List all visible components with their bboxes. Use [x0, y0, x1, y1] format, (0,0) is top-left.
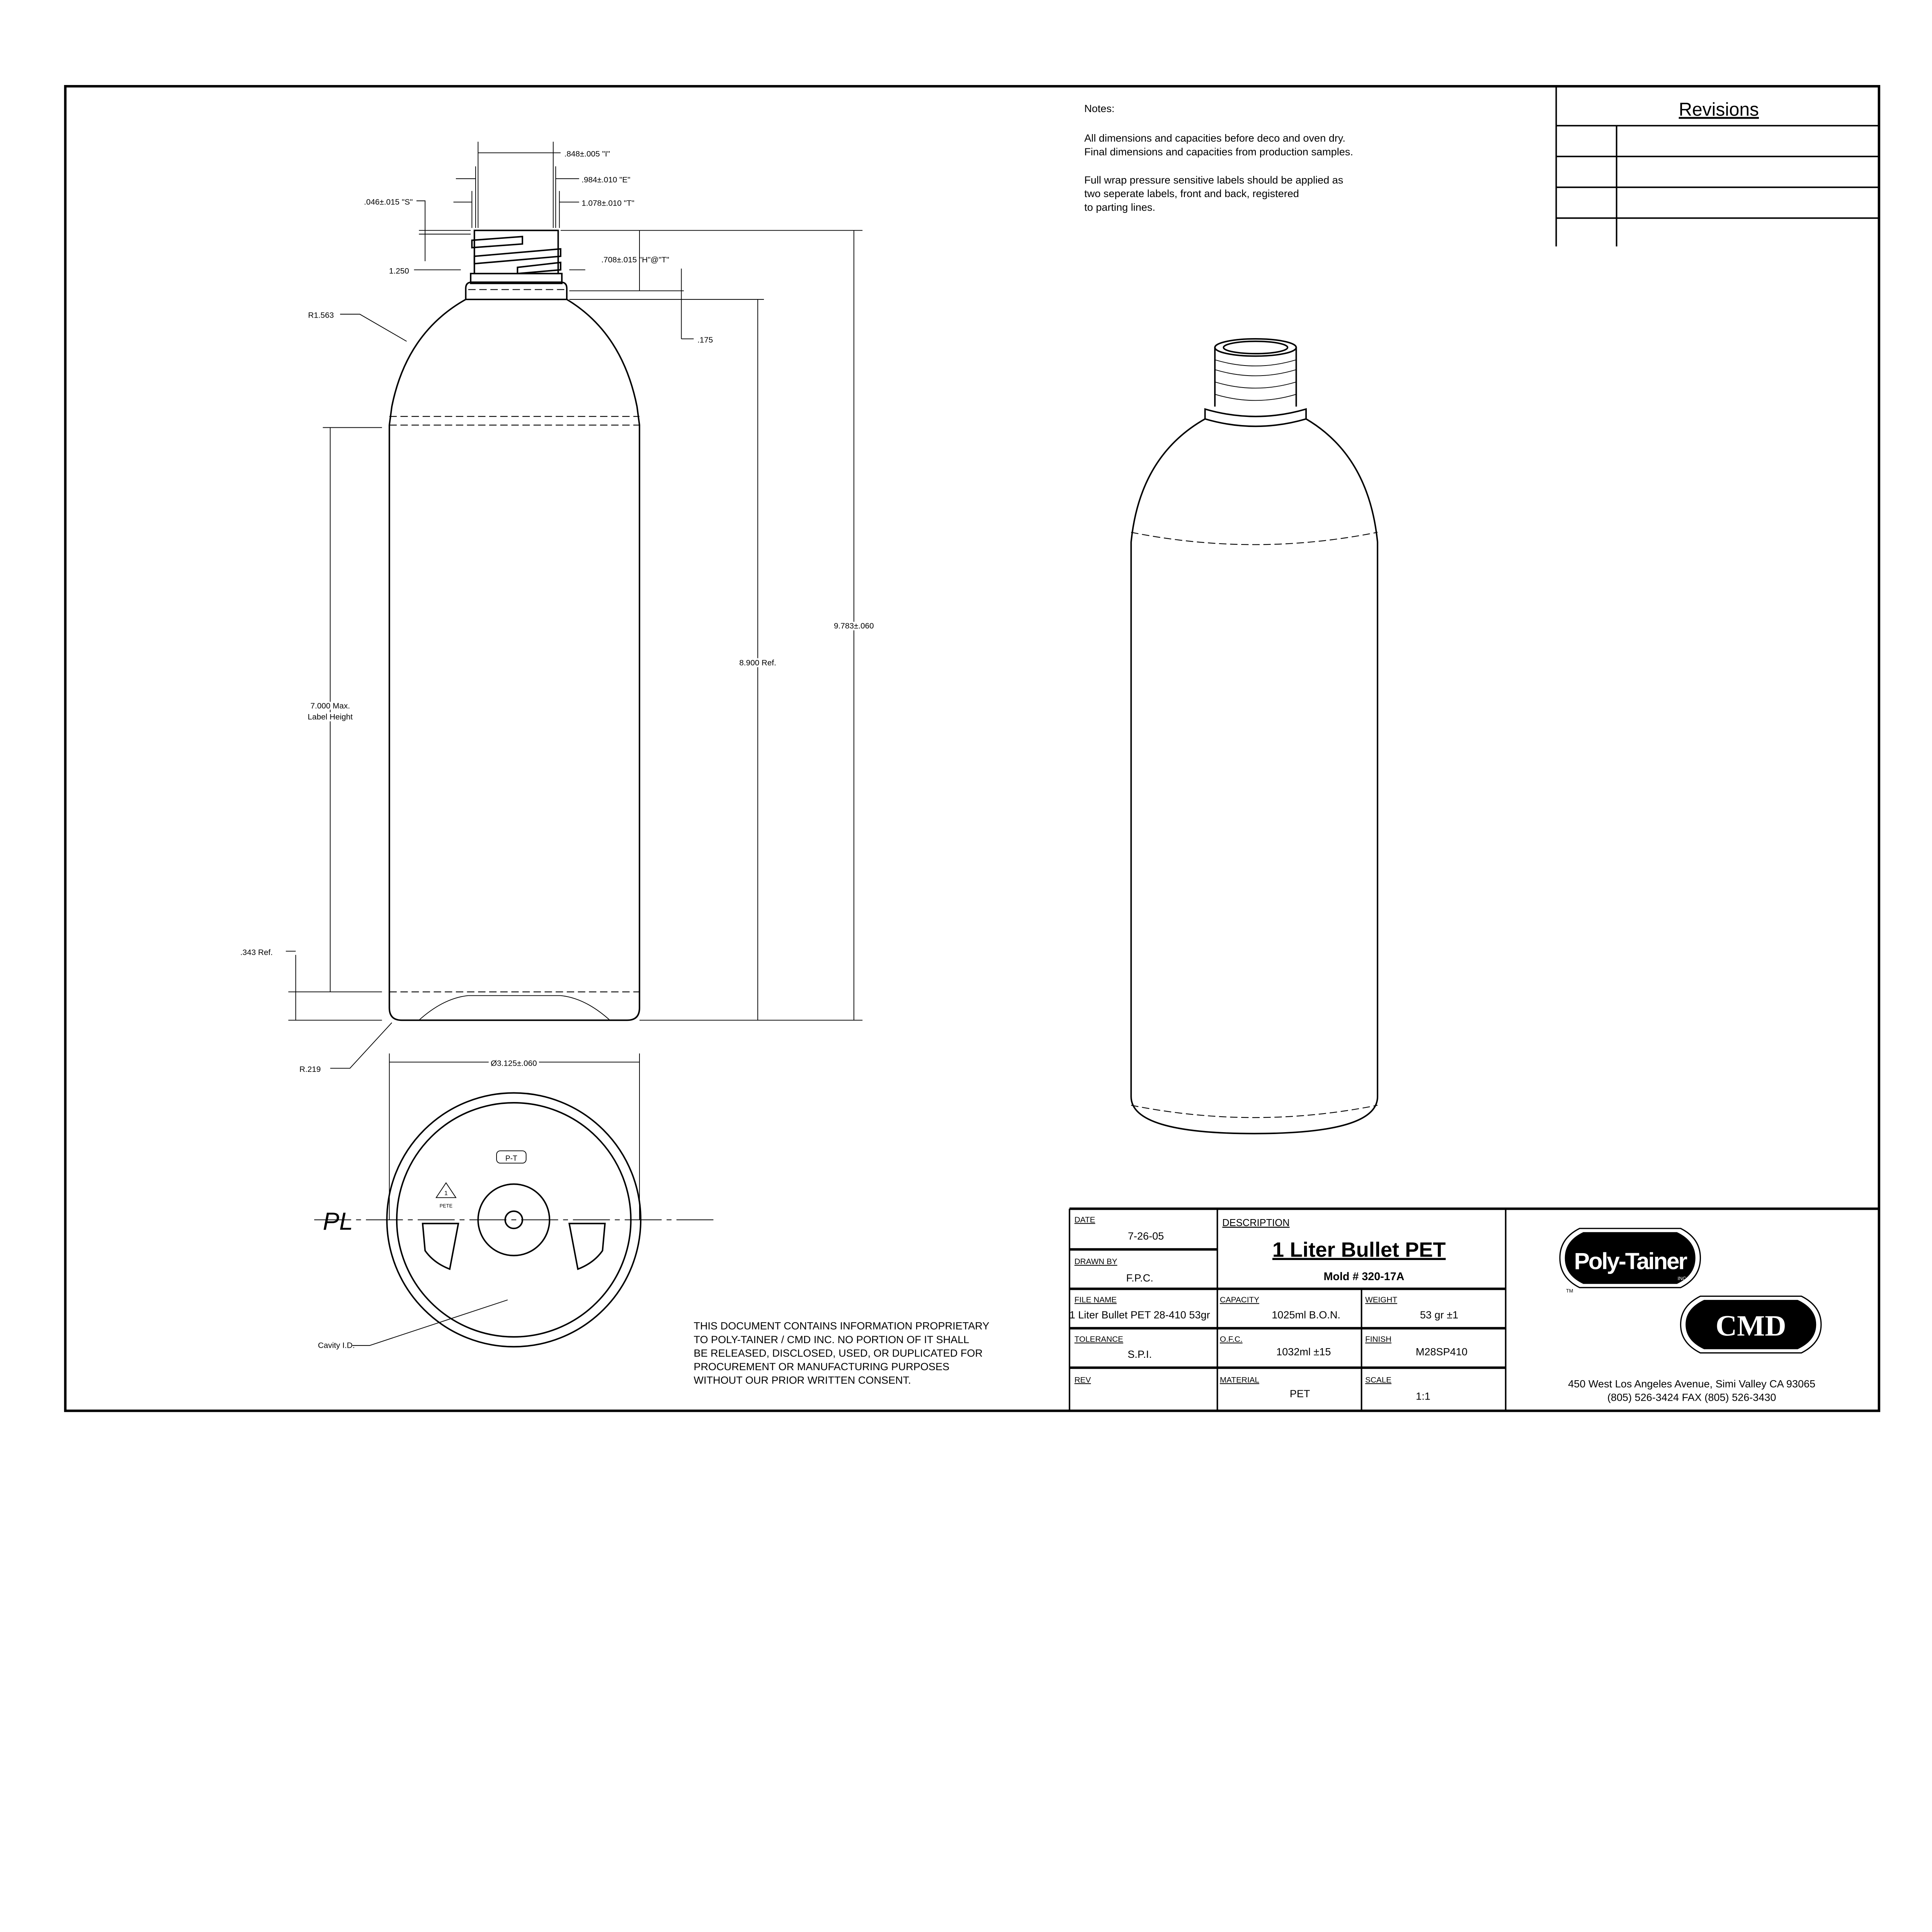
ofc-value: 1032ml ±15	[1276, 1346, 1331, 1358]
dim-e: .984±.010 "E"	[582, 175, 630, 184]
company-address: 450 West Los Angeles Avenue, Simi Valley…	[1568, 1378, 1815, 1390]
parting-line-symbol: PL	[323, 1207, 353, 1235]
note-line: All dimensions and capacities before dec…	[1084, 132, 1345, 144]
date-label: DATE	[1075, 1215, 1095, 1224]
revisions-title: Revisions	[1679, 100, 1759, 120]
dim-s: .046±.015 "S"	[364, 197, 413, 206]
dim-diameter: Ø3.125±.060	[491, 1059, 537, 1068]
dim-label-height-1: 7.000 Max.	[310, 702, 350, 711]
dim-t: 1.078±.010 "T"	[582, 199, 634, 208]
bottle-side-view	[388, 230, 640, 1021]
poly-tainer-logo-inc: INC	[1678, 1276, 1686, 1281]
drawing-border	[64, 85, 1881, 1412]
note-line: Full wrap pressure sensitive labels shou…	[1084, 174, 1343, 186]
dim-base-ref: .343 Ref.	[240, 948, 273, 957]
description-label: DESCRIPTION	[1222, 1218, 1289, 1228]
title-block: DATE 7-26-05 DRAWN BY F.P.C. DESCRIPTION…	[1068, 1207, 1879, 1411]
description-value: 1 Liter Bullet PET	[1272, 1238, 1446, 1262]
notes: Notes: All dimensions and capacities bef…	[1084, 102, 1353, 213]
cmd-logo: CMD	[1680, 1295, 1822, 1354]
dim-overall-height: 9.783±.060	[834, 621, 874, 630]
dim-label-height-2: Label Height	[308, 713, 353, 721]
drawn-by-value: F.P.C.	[1126, 1272, 1153, 1284]
poly-tainer-logo: Poly-Tainer INC TM	[1559, 1228, 1701, 1294]
tolerance-value: S.P.I.	[1128, 1348, 1152, 1360]
note-line: to parting lines.	[1084, 201, 1155, 213]
recycle-code: 1	[444, 1190, 448, 1197]
finish-value: M28SP410	[1416, 1346, 1468, 1358]
company-phone: (805) 526-3424 FAX (805) 526-3430	[1607, 1391, 1776, 1403]
mold-tag	[496, 1150, 527, 1164]
poly-tainer-logo-tm: TM	[1566, 1288, 1573, 1294]
weight-value: 53 gr ±1	[1420, 1309, 1458, 1321]
mold-tag-text: P-T	[505, 1155, 517, 1163]
tolerance-label: TOLERANCE	[1075, 1335, 1123, 1344]
proprietary-line: WITHOUT OUR PRIOR WRITTEN CONSENT.	[694, 1374, 911, 1386]
material-value: PET	[1290, 1388, 1310, 1400]
capacity-label: CAPACITY	[1220, 1296, 1259, 1304]
cmd-logo-text: CMD	[1716, 1310, 1786, 1342]
file-name-value: 1 Liter Bullet PET 28-410 53gr	[1070, 1309, 1210, 1321]
scale-label: SCALE	[1365, 1376, 1391, 1384]
note-line: two seperate labels, front and back, reg…	[1084, 187, 1299, 199]
bottle-bottom-view: PL P-T 1 PETE Cavity I.D.	[314, 1092, 715, 1350]
recycle-icon	[435, 1182, 457, 1198]
scale-value: 1:1	[1416, 1390, 1430, 1402]
proprietary-notice: THIS DOCUMENT CONTAINS INFORMATION PROPR…	[694, 1320, 989, 1386]
proprietary-line: THIS DOCUMENT CONTAINS INFORMATION PROPR…	[694, 1320, 989, 1332]
dimensions: .848±.005 "I" .984±.010 "E" 1.078±.010 "…	[240, 141, 876, 1220]
ofc-label: O.F.C.	[1220, 1335, 1243, 1344]
capacity-value: 1025ml B.O.N.	[1272, 1309, 1340, 1321]
proprietary-line: TO POLY-TAINER / CMD INC. NO PORTION OF …	[694, 1333, 969, 1345]
proprietary-line: PROCUREMENT OR MANUFACTURING PURPOSES	[694, 1361, 949, 1372]
dim-shoulder-drop: .175	[697, 335, 713, 344]
revisions-table: Revisions	[1555, 86, 1879, 247]
weight-label: WEIGHT	[1365, 1296, 1397, 1304]
dim-base-radius: R.219	[299, 1065, 321, 1074]
dim-shoulder-radius: R1.563	[308, 311, 334, 320]
file-name-label: FILE NAME	[1075, 1296, 1117, 1304]
recycle-label: PETE	[440, 1203, 452, 1209]
drawn-by-label: DRAWN BY	[1075, 1257, 1117, 1266]
proprietary-line: BE RELEASED, DISCLOSED, USED, OR DUPLICA…	[694, 1347, 983, 1359]
dim-neck: 1.250	[389, 267, 409, 276]
dim-i: .848±.005 "I"	[564, 150, 610, 158]
cavity-label: Cavity I.D.	[318, 1341, 355, 1350]
material-label: MATERIAL	[1220, 1376, 1259, 1384]
poly-tainer-logo-text: Poly-Tainer	[1574, 1248, 1687, 1274]
note-line: Final dimensions and capacities from pro…	[1084, 146, 1353, 158]
rev-label: REV	[1075, 1376, 1091, 1384]
date-value: 7-26-05	[1128, 1230, 1164, 1242]
technical-drawing: Revisions Notes: All dimensions and capa…	[64, 85, 1881, 1412]
bottle-perspective-view	[1130, 338, 1378, 1134]
notes-heading: Notes:	[1084, 102, 1114, 114]
finish-label: FINISH	[1365, 1335, 1391, 1344]
mold-number: Mold # 320-17A	[1324, 1270, 1405, 1283]
dim-ref-height: 8.900 Ref.	[739, 658, 776, 667]
dim-h: .708±.015 "H"@"T"	[601, 255, 669, 264]
